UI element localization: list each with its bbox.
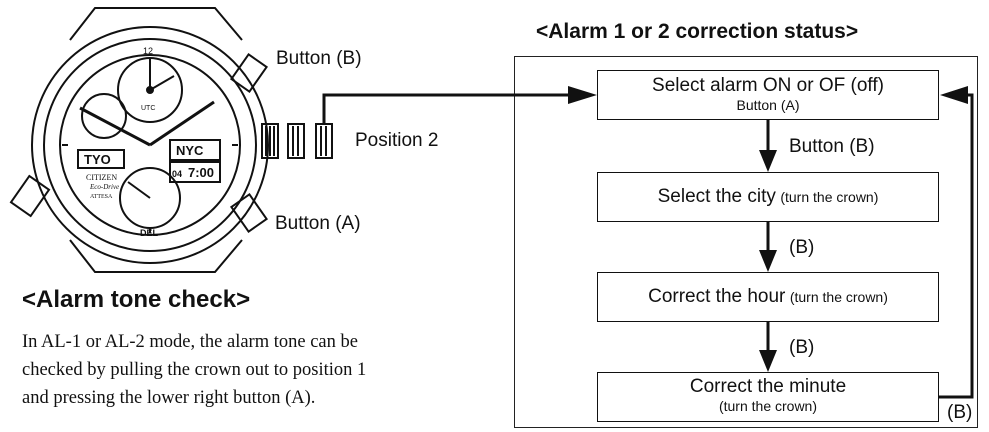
brand-text: CITIZEN: [86, 173, 117, 182]
loop-label-b: (B): [947, 402, 973, 423]
step-select-city-label: Select the city: [657, 186, 776, 207]
lcd-day: 04: [172, 169, 182, 179]
arrow-label-button-b: Button (B): [789, 136, 875, 157]
lcd-right-city: NYC: [176, 143, 204, 158]
arrow-label-b-3: (B): [789, 337, 815, 358]
arrow-label-b-2: (B): [789, 237, 815, 258]
button-b-label: Button (B): [276, 48, 362, 69]
step-select-city-note: (turn the crown): [780, 189, 879, 205]
lcd-time: 7:00: [188, 165, 214, 180]
step-correct-hour-label: Correct the hour: [648, 286, 786, 307]
alarm-tone-title: <Alarm tone check>: [22, 286, 251, 313]
subdial-label: UTC: [141, 105, 155, 112]
flow-title: <Alarm 1 or 2 correction status>: [536, 20, 859, 43]
step-select-alarm-label: Select alarm ON or OF (off): [652, 75, 884, 96]
button-a-label: Button (A): [275, 213, 361, 234]
dial-top-mark: 12: [143, 46, 153, 56]
brand-line3: ATTESA: [90, 194, 113, 200]
step-correct-minute-label: Correct the minute: [689, 376, 847, 397]
alarm-tone-line-3: and pressing the lower right button (A).: [22, 388, 316, 408]
step-correct-hour-note: (turn the crown): [789, 289, 888, 305]
brand-line2: Eco-Drive: [89, 183, 119, 191]
step-select-alarm-sub: Button (A): [736, 97, 800, 113]
lcd-left-city: TYO: [84, 152, 111, 167]
bezel-bottom-text: DEL: [140, 228, 159, 238]
position-2-label: Position 2: [355, 130, 439, 151]
step-correct-hour: Correct the hour (turn the crown): [597, 272, 939, 322]
flow-frame: [514, 56, 978, 428]
step-select-alarm: Select alarm ON or OF (off) Button (A): [597, 70, 939, 120]
step-select-city: Select the city (turn the crown): [597, 172, 939, 222]
alarm-tone-description: In AL-1 or AL-2 mode, the alarm tone can…: [22, 328, 367, 412]
alarm-tone-line-1: In AL-1 or AL-2 mode, the alarm tone can…: [22, 332, 358, 352]
step-correct-minute-sub: (turn the crown): [718, 398, 818, 414]
step-correct-minute: Correct the minute (turn the crown): [597, 372, 939, 422]
alarm-tone-line-2: checked by pulling the crown out to posi…: [22, 360, 367, 380]
